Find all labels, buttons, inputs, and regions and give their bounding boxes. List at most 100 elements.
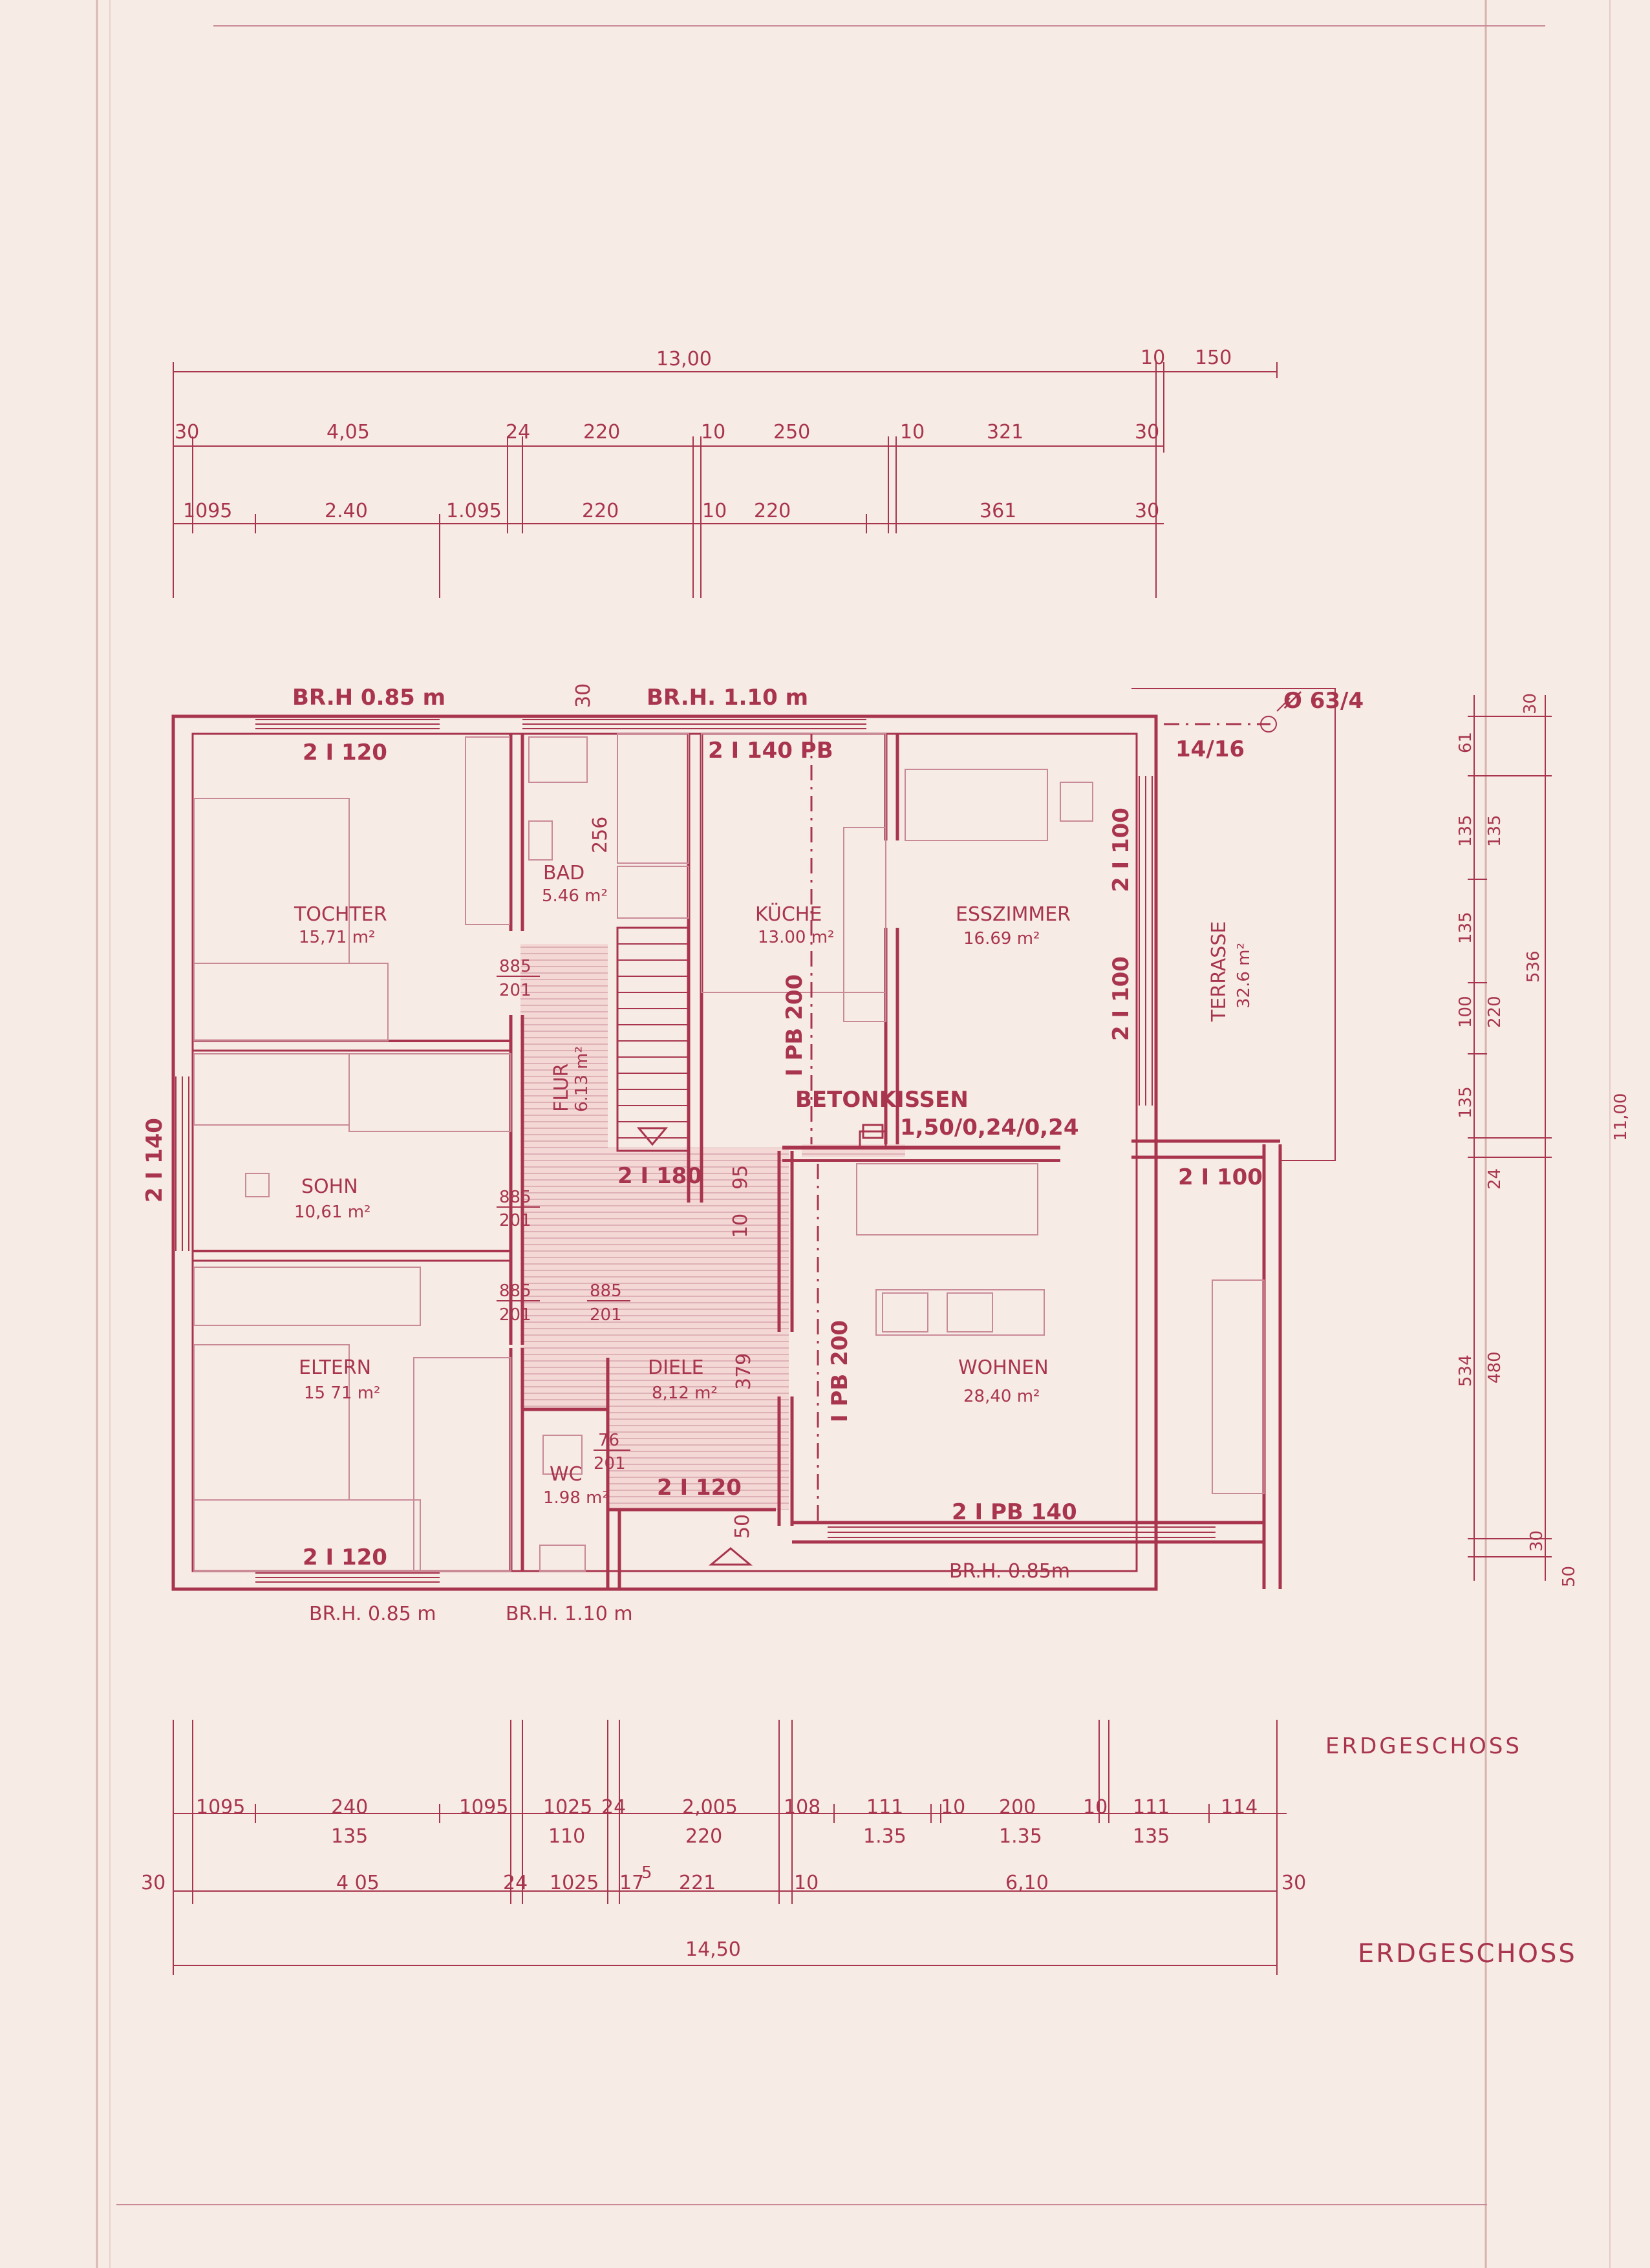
- beam-wohnen-bottom: 2 I PB 140: [952, 1499, 1077, 1525]
- bdim-t0: 1095: [196, 1796, 245, 1819]
- bdim-t7: 111: [866, 1796, 903, 1819]
- dim-r2-6: 361: [980, 500, 1016, 522]
- bdim-r2-9: 30: [1281, 1872, 1306, 1894]
- bdim-t1: 240: [331, 1796, 368, 1819]
- beam-diameter: Ø 63/4: [1283, 688, 1364, 714]
- bdim-b5: 135: [1133, 1825, 1170, 1848]
- dim-r2-0: 1095: [183, 500, 232, 522]
- misc-dim-10: 10: [729, 1214, 752, 1238]
- dim-r2-2: 1.095: [446, 500, 502, 522]
- dim-r1-4: 10: [701, 421, 725, 444]
- room-wohnen-name: WOHNEN: [958, 1356, 1049, 1379]
- rdim-b0: 135: [1485, 815, 1505, 847]
- beam-kueche: 2 I 140 PB: [708, 738, 833, 764]
- bdim-r2-8: 6,10: [1005, 1872, 1049, 1894]
- room-flur-name: FLUR: [550, 1064, 573, 1112]
- furniture: [193, 733, 1265, 1572]
- rdim-b3: 534: [1456, 1354, 1475, 1387]
- bdim-t4: 24: [601, 1796, 626, 1819]
- rdim-a0: 30: [1521, 693, 1540, 714]
- room-sohn-name: SOHN: [301, 1175, 358, 1198]
- bdim-b4: 1.35: [999, 1825, 1042, 1848]
- door5-bot: 201: [594, 1454, 626, 1473]
- dim-terrace-b: 150: [1195, 347, 1232, 369]
- rdim-a6: 24: [1485, 1168, 1505, 1190]
- bdim-t5: 2,005: [682, 1796, 738, 1819]
- room-wc-name: WC: [550, 1463, 583, 1486]
- label-brh-110-bottom: BR.H. 1.10 m: [506, 1603, 633, 1625]
- bdim-b2: 220: [685, 1825, 722, 1848]
- dim-r1-2: 24: [506, 421, 530, 444]
- title-erdgeschoss-upper: ERDGESCHOSS: [1325, 1733, 1522, 1759]
- rdim-a2: 135: [1456, 815, 1475, 847]
- bdim-overall: 14,50: [685, 1938, 741, 1961]
- misc-dim-50: 50: [731, 1514, 754, 1539]
- dim-r2-4: 10: [702, 500, 727, 522]
- room-bad-name: BAD: [543, 862, 584, 884]
- room-terrasse-name: TERRASSE: [1208, 921, 1230, 1022]
- terrace-outline: [1131, 688, 1336, 1161]
- bdim-t6: 108: [784, 1796, 820, 1819]
- dim-r2-3: 220: [582, 500, 619, 522]
- staircase: [616, 926, 753, 1566]
- room-diele-area: 8,12 m²: [652, 1384, 718, 1403]
- bdim-b0: 135: [331, 1825, 368, 1848]
- door2-bot: 201: [499, 1211, 531, 1230]
- door5-top: 76: [598, 1431, 619, 1450]
- dim-overall-width: 13,00: [656, 348, 712, 370]
- room-bad-area: 5.46 m²: [542, 886, 608, 906]
- door2-top: 885: [499, 1188, 531, 1207]
- beam-esszimmer-2: 2 I 100: [1108, 956, 1134, 1041]
- room-eltern-area: 15 71 m²: [304, 1384, 380, 1403]
- right-dimensions: [1468, 695, 1552, 1581]
- bdim-t10: 10: [1083, 1796, 1108, 1819]
- bdim-r2-7: 10: [794, 1872, 819, 1894]
- dim-terrace-a: 10: [1141, 347, 1165, 369]
- beam-tochter: 2 I 120: [303, 740, 387, 765]
- rdim-a1: 61: [1456, 732, 1475, 753]
- rdim-a4: 100: [1456, 996, 1475, 1028]
- bdim-b1: 110: [548, 1825, 585, 1848]
- room-kueche-name: KÜCHE: [755, 903, 822, 926]
- bdim-r2-5: 5: [641, 1863, 652, 1883]
- rdim-b2: 536: [1524, 950, 1543, 983]
- room-wohnen-area: 28,40 m²: [963, 1387, 1040, 1406]
- bdim-t12: 114: [1221, 1796, 1258, 1819]
- rdim-a5: 135: [1456, 1086, 1475, 1118]
- bdim-r2-2: 24: [503, 1872, 528, 1894]
- label-dim-30: 30: [572, 683, 595, 708]
- beam-wc: 2 I 120: [657, 1475, 742, 1501]
- beam-ipb-wohnen: I PB 200: [827, 1320, 853, 1422]
- dim-r1-1: 4,05: [327, 421, 370, 444]
- top-dimension-labels: 13,00 10 150 30 4,05 24 220 10 250 10 32…: [175, 347, 1232, 522]
- bdim-t2: 1095: [459, 1796, 508, 1819]
- bdim-t9: 200: [999, 1796, 1036, 1819]
- room-eltern-name: ELTERN: [299, 1356, 371, 1379]
- beam-left-wall: 2 I 140: [142, 1118, 167, 1203]
- room-flur-area: 6.13 m²: [572, 1046, 592, 1112]
- dash-dot-lines: [810, 723, 1270, 1526]
- bottom-dimension-labels: 1095 240 135 1095 1025 110 24 2,005 220 …: [141, 1796, 1306, 1961]
- label-brh-085-top: BR.H 0.85 m: [292, 685, 445, 711]
- bdim-r2-4: 17: [619, 1872, 644, 1894]
- dim-r2-7: 30: [1135, 500, 1159, 522]
- label-brh-110-top: BR.H. 1.10 m: [647, 685, 808, 711]
- title-erdgeschoss-lower: ERDGESCHOSS: [1358, 1939, 1577, 1969]
- bdim-b3: 1.35: [863, 1825, 906, 1848]
- beam-flur: 2 I 180: [617, 1163, 702, 1189]
- rdim-a7: 480: [1485, 1351, 1505, 1384]
- dim-r1-8: 30: [1135, 421, 1159, 444]
- bdim-r2-1: 4 05: [336, 1872, 380, 1894]
- room-esszimmer-area: 16.69 m²: [963, 929, 1040, 948]
- bdim-t3: 1025: [543, 1796, 592, 1819]
- room-sohn-area: 10,61 m²: [294, 1203, 370, 1222]
- label-brh-085-bottom: BR.H. 0.85 m: [309, 1603, 436, 1625]
- room-kueche-area: 13.00 m²: [758, 928, 834, 947]
- beton-dims: 1,50/0,24/0,24: [900, 1115, 1079, 1140]
- bdim-r2-6: 221: [679, 1872, 716, 1894]
- bdim-t8: 10: [941, 1796, 965, 1819]
- rdim-b1: 220: [1485, 996, 1505, 1028]
- bdim-r2-0: 30: [141, 1872, 166, 1894]
- paper-edges: [96, 0, 1611, 2268]
